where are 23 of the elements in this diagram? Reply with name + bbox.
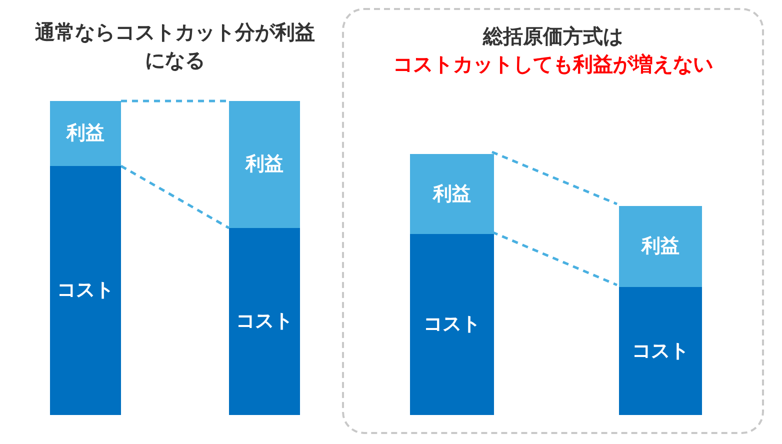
section-heading: 通常ならコストカット分が利益になる: [34, 19, 316, 74]
profit-bar-segment: [50, 101, 121, 166]
segment-label: コスト: [236, 309, 293, 334]
segment-label: コスト: [424, 312, 480, 338]
dashed-panel: [342, 8, 764, 434]
profit-bar-segment: [229, 101, 300, 228]
profit-bar-segment: [410, 154, 494, 234]
cost-bar-segment: [229, 228, 300, 415]
segment-label: 利益: [433, 182, 471, 207]
segment-label: 利益: [66, 121, 104, 146]
cost-bar-segment: [50, 166, 121, 415]
segment-label: コスト: [57, 278, 114, 304]
segment-label: 利益: [246, 152, 284, 178]
panel-heading: 総括原価方式は: [483, 23, 623, 50]
dashed-connector-line: [492, 150, 618, 206]
segment-label: 利益: [642, 234, 680, 260]
cost-bar-segment: [619, 287, 702, 415]
panel-heading: コストカットしても利益が増えない: [393, 51, 713, 78]
dashed-connector-line: [121, 100, 229, 102]
cost-bar-segment: [410, 234, 494, 415]
segment-label: コスト: [632, 338, 689, 364]
dashed-connector-line: [120, 164, 230, 230]
profit-bar-segment: [619, 206, 702, 287]
